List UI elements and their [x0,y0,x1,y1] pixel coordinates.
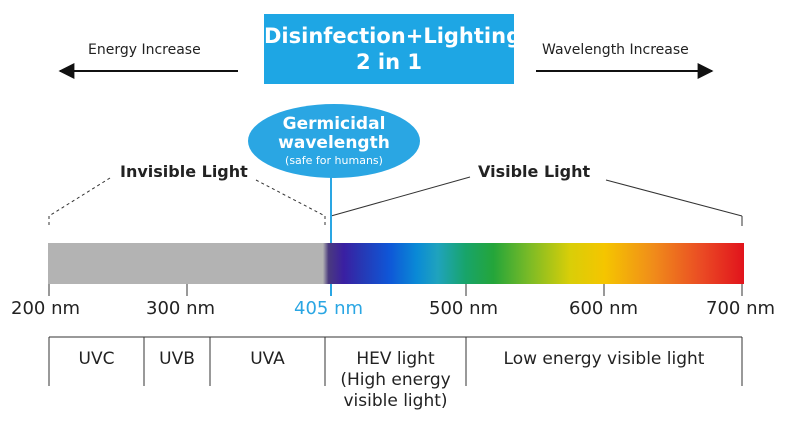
energy-increase-label: Energy Increase [88,42,201,58]
band-hev-sub-2: visible light) [343,391,448,411]
germicidal-wavelength-badge: Germicidal wavelength (safe for humans) [248,104,420,178]
visible-bracket-left [330,176,471,217]
tick-label-405: 405 nm [294,298,364,319]
band-uva: UVA [250,349,285,369]
title-line-1: Disinfection+Lighting [264,24,522,48]
title-box: Disinfection+Lighting 2 in 1 [264,14,522,84]
axis-ticks [48,284,743,296]
band-uvb: UVB [159,349,195,369]
visible-light-label: Visible Light [478,162,591,181]
invisible-bracket-right [255,179,326,217]
germicidal-line-1: Germicidal [282,113,386,134]
tick-label-500: 500 nm [429,298,499,319]
germicidal-line-2: wavelength [278,132,390,153]
band-dividers [48,336,743,386]
tick-label-600: 600 nm [569,298,639,319]
band-hev-sub-1: (High energy [340,370,451,390]
tick-label-700: 700 nm [706,298,776,319]
band-uvc: UVC [78,349,115,369]
band-hev-label: HEV light [356,349,435,369]
tick-label-300: 300 nm [146,298,216,319]
band-hev: HEV light (High energy visible light) [325,349,466,412]
invisible-bracket-left [48,177,111,217]
title-line-2: 2 in 1 [356,50,422,74]
spectrum-bar [48,243,744,284]
wavelength-increase-label: Wavelength Increase [542,42,689,58]
tick-label-200: 200 nm [11,298,81,319]
visible-bracket-right [605,179,743,217]
germicidal-note: (safe for humans) [285,153,383,167]
invisible-light-label: Invisible Light [120,162,248,181]
band-low-energy-visible: Low energy visible light [503,349,705,369]
